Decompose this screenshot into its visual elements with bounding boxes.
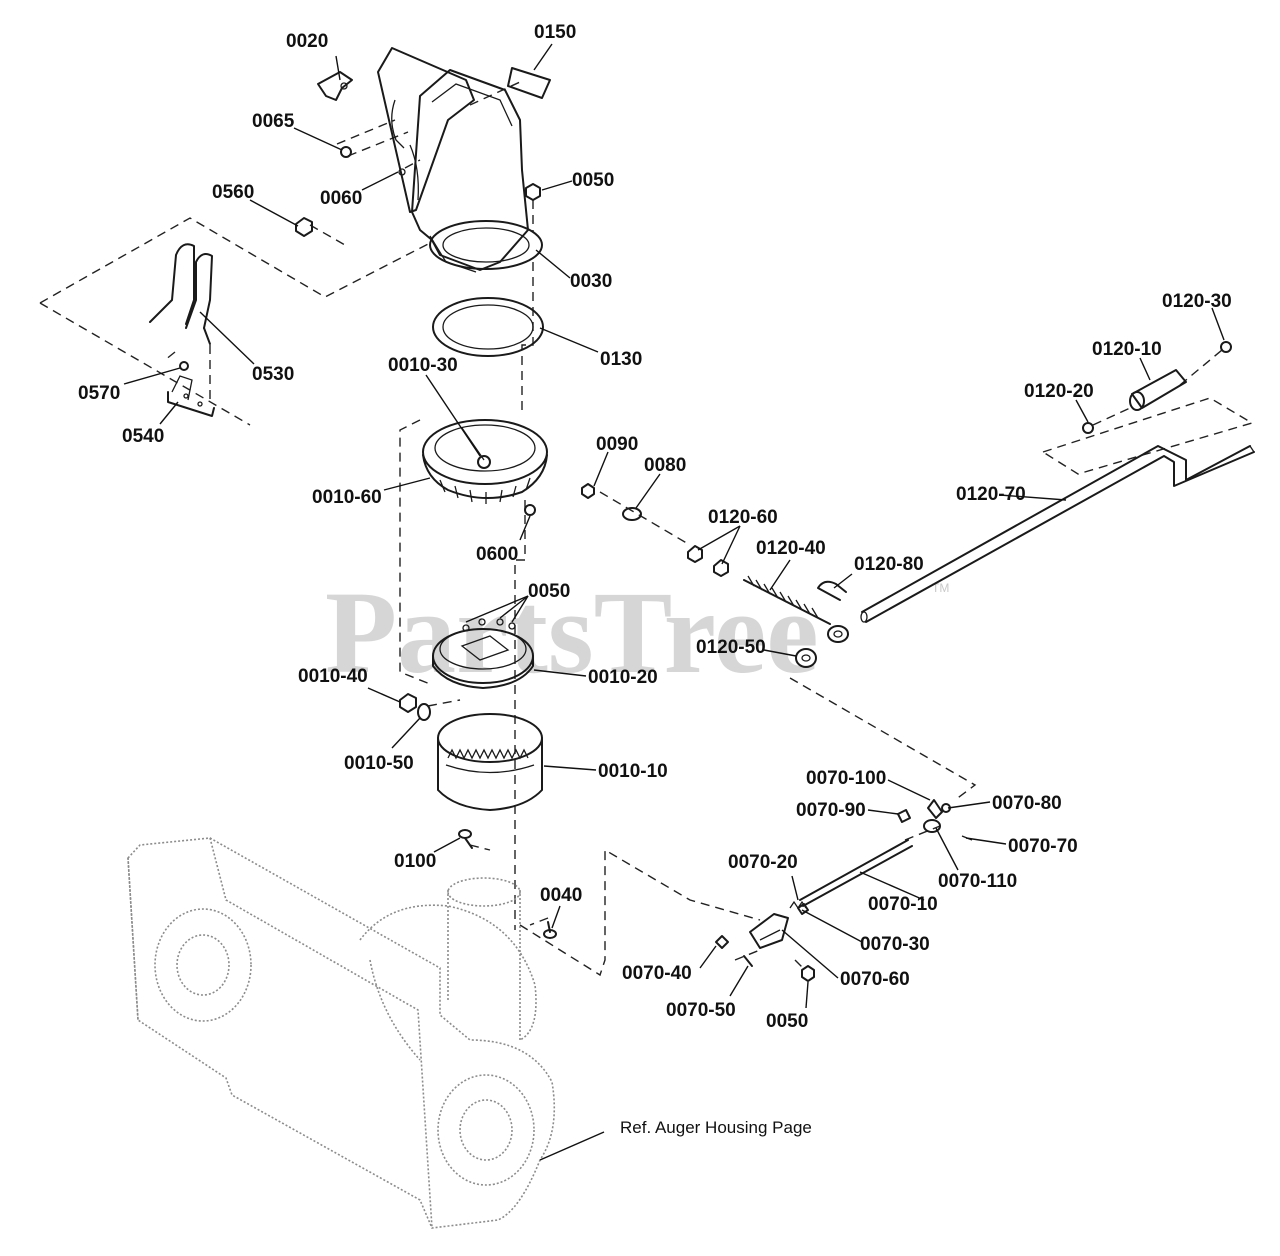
discharge-chute [377, 47, 543, 273]
chute-adapter [432, 618, 534, 689]
label-plate [507, 67, 551, 99]
callout-0070-20[interactable]: 0070-20 [728, 852, 798, 873]
callout-0100[interactable]: 0100 [394, 851, 436, 872]
callout-0120-40[interactable]: 0120-40 [756, 538, 826, 559]
crank-grip [1129, 369, 1187, 411]
callout-0540[interactable]: 0540 [122, 426, 164, 447]
callout-0560[interactable]: 0560 [212, 182, 254, 203]
nut-0090 [581, 483, 595, 499]
callout-leaders [123, 43, 1225, 1161]
callout-0090[interactable]: 0090 [596, 434, 638, 455]
nut-0120-60b [713, 559, 729, 577]
callout-0120-10[interactable]: 0120-10 [1092, 339, 1162, 360]
washer-0080 [622, 507, 642, 521]
bolt-0040 [543, 921, 557, 939]
callout-0065[interactable]: 0065 [252, 111, 295, 132]
callout-0570[interactable]: 0570 [78, 383, 120, 404]
callout-0120-70[interactable]: 0120-70 [956, 484, 1026, 505]
nut-0120-60a [687, 545, 703, 563]
callout-0070-60[interactable]: 0070-60 [840, 969, 910, 990]
nut-0120-30 [1220, 341, 1232, 353]
callout-0150[interactable]: 0150 [534, 22, 576, 43]
callout-0070-30[interactable]: 0070-30 [860, 934, 930, 955]
callout-0050-bottom[interactable]: 0050 [766, 1011, 808, 1032]
nut-0050-top [525, 183, 541, 201]
callout-0120-80[interactable]: 0120-80 [854, 554, 924, 575]
callout-0050-top[interactable]: 0050 [572, 170, 614, 191]
gasket [432, 297, 544, 357]
chute-knob [317, 71, 353, 101]
bolt-0060 [398, 168, 406, 176]
nut-0050-bottom [801, 965, 815, 982]
washer-0065 [340, 146, 352, 158]
assembly-guide-lines [39, 81, 1254, 977]
callout-0120-20[interactable]: 0120-20 [1024, 381, 1094, 402]
washer-0120-20 [1082, 422, 1094, 434]
callout-0070-110[interactable]: 0070-110 [938, 871, 1017, 892]
callout-0130[interactable]: 0130 [600, 349, 642, 370]
callout-0070-90[interactable]: 0070-90 [796, 800, 866, 821]
auger-housing [127, 837, 556, 1229]
eye-bolt [743, 575, 849, 643]
reference-note[interactable]: Ref. Auger Housing Page [620, 1118, 812, 1137]
watermark-trademark: TM [932, 581, 949, 595]
callout-0060[interactable]: 0060 [320, 188, 362, 209]
deflector-linkage [749, 799, 973, 949]
callout-0120-50[interactable]: 0120-50 [696, 637, 766, 658]
callout-0030[interactable]: 0030 [570, 271, 612, 292]
wire-bracket [167, 375, 215, 417]
callout-0050-mid[interactable]: 0050 [528, 581, 570, 602]
pin-0070-50 [743, 955, 753, 967]
callout-0120-60[interactable]: 0120-60 [708, 507, 778, 528]
screw-0600 [524, 504, 536, 516]
knob-0070-40 [715, 935, 729, 949]
screw-0570 [179, 361, 189, 371]
callout-0010-20[interactable]: 0010-20 [588, 667, 658, 688]
callout-0010-40[interactable]: 0010-40 [298, 666, 368, 687]
hairpin-clip [817, 580, 847, 601]
callout-0070-80[interactable]: 0070-80 [992, 793, 1062, 814]
callout-0010-10[interactable]: 0010-10 [598, 761, 668, 782]
callout-0070-100[interactable]: 0070-100 [806, 768, 886, 789]
callout-0010-50[interactable]: 0010-50 [344, 753, 414, 774]
callout-0070-50[interactable]: 0070-50 [666, 1000, 736, 1021]
callout-0070-40[interactable]: 0070-40 [622, 963, 692, 984]
callout-0080[interactable]: 0080 [644, 455, 686, 476]
callout-0600[interactable]: 0600 [476, 544, 518, 565]
bolt-0100 [458, 829, 473, 849]
deflector-wire [149, 243, 213, 345]
callout-0070-10[interactable]: 0070-10 [868, 894, 938, 915]
chute-gear-ring [437, 713, 543, 811]
pulley-0120-50 [795, 648, 817, 668]
washer-0010-50 [417, 703, 431, 721]
chute-rotation-ring [422, 419, 548, 504]
callout-0070-70[interactable]: 0070-70 [1008, 836, 1078, 857]
chute-crank-rod [860, 445, 1255, 623]
callout-0010-30[interactable]: 0010-30 [388, 355, 458, 376]
partstree-watermark: PartsTree [325, 567, 819, 698]
callout-0010-60[interactable]: 0010-60 [312, 487, 382, 508]
callout-0120-30[interactable]: 0120-30 [1162, 291, 1232, 312]
callout-0530[interactable]: 0530 [252, 364, 294, 385]
callout-0020[interactable]: 0020 [286, 31, 328, 52]
nut-0010-40 [399, 693, 417, 713]
callout-0040[interactable]: 0040 [540, 885, 582, 906]
nut-0560 [295, 217, 313, 237]
